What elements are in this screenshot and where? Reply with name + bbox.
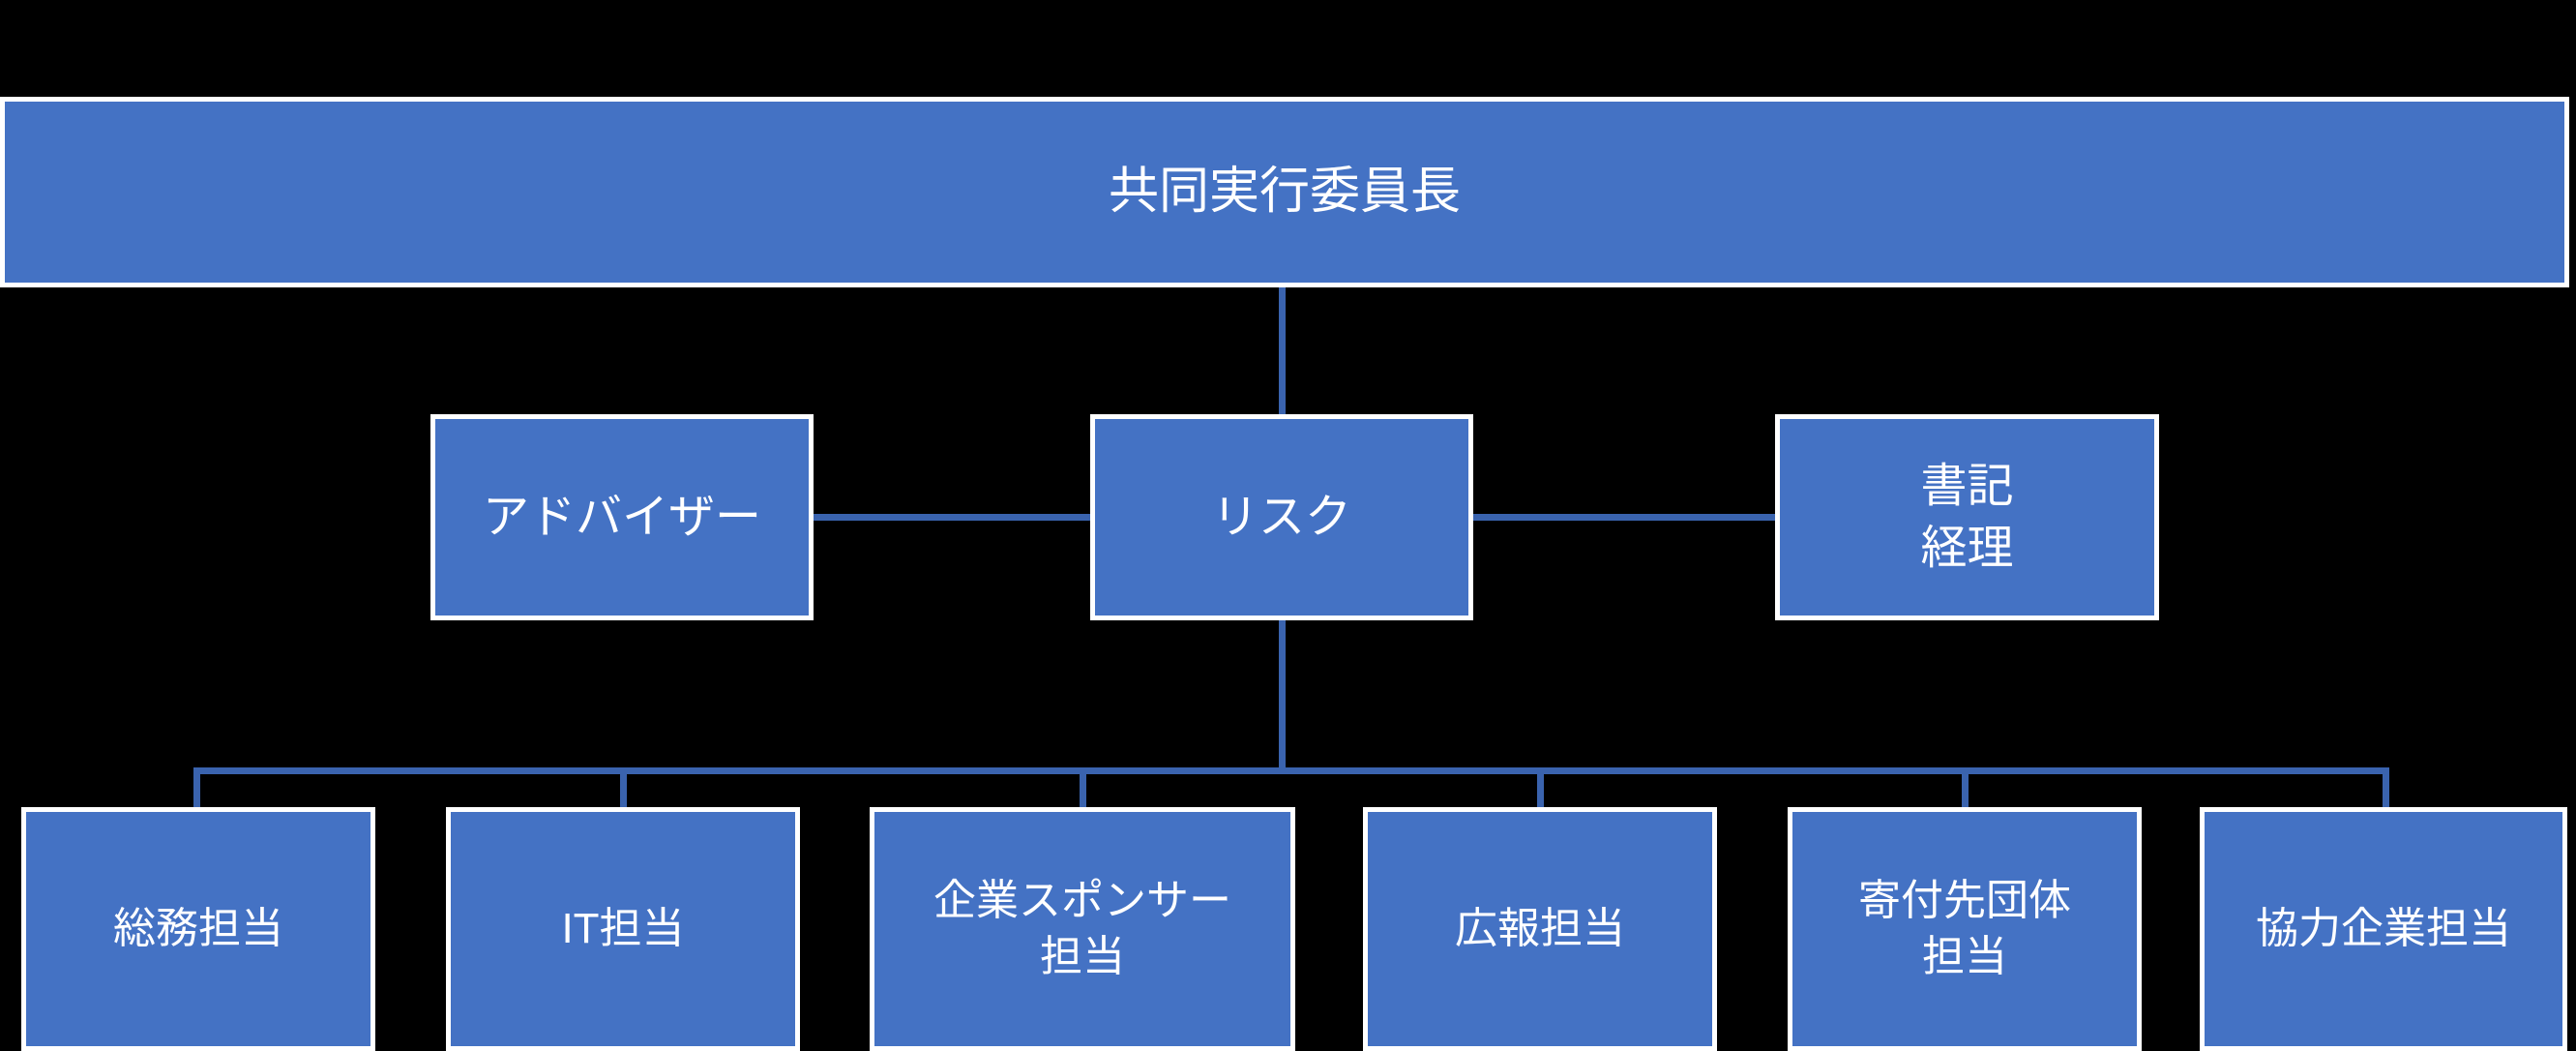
org-node-advisor[interactable]: アドバイザー [430, 414, 814, 620]
org-node-root[interactable]: 共同実行委員長 [0, 97, 2569, 287]
connector-drop-4 [1537, 767, 1544, 811]
org-node-public-relations[interactable]: 広報担当 [1363, 807, 1717, 1051]
connector-root-to-risk [1279, 286, 1286, 418]
org-node-risk[interactable]: リスク [1090, 414, 1473, 620]
org-node-it[interactable]: IT担当 [446, 807, 800, 1051]
org-node-corporate-sponsor[interactable]: 企業スポンサー 担当 [870, 807, 1295, 1051]
connector-risk-to-secretary [1469, 514, 1779, 521]
org-node-secretary-accounting[interactable]: 書記 経理 [1775, 414, 2159, 620]
connector-drop-5 [1962, 767, 1969, 811]
connector-drop-2 [620, 767, 627, 811]
connector-drop-1 [193, 767, 200, 811]
org-node-partner-company[interactable]: 協力企業担当 [2200, 807, 2567, 1051]
org-node-general-affairs[interactable]: 総務担当 [21, 807, 375, 1051]
org-node-donation-recipient[interactable]: 寄付先団体 担当 [1788, 807, 2142, 1051]
connector-risk-to-bus [1279, 616, 1286, 773]
connector-drop-6 [2383, 767, 2389, 811]
connector-drop-3 [1080, 767, 1086, 811]
connector-advisor-to-risk [808, 514, 1094, 521]
connector-horizontal-bus [193, 767, 2389, 774]
